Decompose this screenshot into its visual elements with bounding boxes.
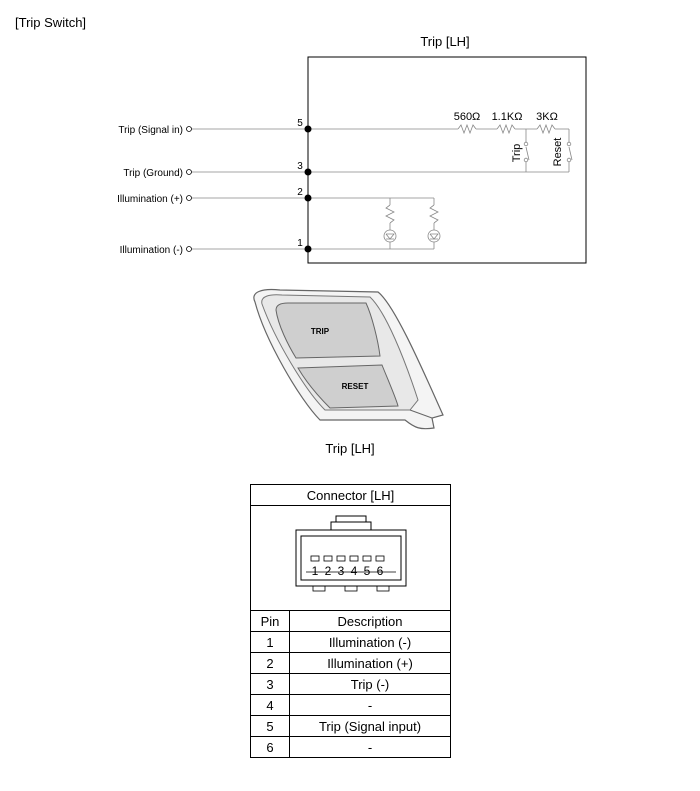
- pin-number-5: 5: [297, 118, 303, 129]
- switch-label-reset: Reset: [552, 138, 564, 167]
- schematic-title: Trip [LH]: [420, 34, 469, 49]
- terminal-5: [186, 126, 192, 132]
- pin-cell: 4: [250, 694, 290, 716]
- pin-number-1: 1: [297, 238, 303, 249]
- connector-pin-2: 2: [325, 564, 332, 578]
- pin-number-2: 2: [297, 187, 303, 198]
- switch-caption: Trip [LH]: [325, 441, 374, 456]
- schematic-diagram: Trip [LH] Trip (Signal in) Trip (Ground)…: [117, 34, 587, 456]
- reset-button-label: RESET: [342, 382, 369, 391]
- pin-cell: 1: [250, 631, 290, 653]
- table-row: 6-: [250, 736, 451, 758]
- table-row: 4-: [250, 694, 451, 716]
- terminal-3: [186, 169, 192, 175]
- trip-button-label: TRIP: [311, 327, 330, 336]
- terminal-1: [186, 246, 192, 252]
- resistor-label-3k: 3KΩ: [536, 111, 558, 123]
- pin-cell: 5: [250, 715, 290, 737]
- connector-diagram-cell: 1 2 3 4 5 6: [250, 505, 451, 611]
- pin-cell: 3: [250, 673, 290, 695]
- connector-pin-6: 6: [377, 564, 384, 578]
- connector-pin-1: 1: [312, 564, 319, 578]
- input-label-illumination-plus: Illumination (+): [117, 194, 183, 205]
- resistor-label-1k1: 1.1KΩ: [492, 111, 523, 123]
- connector-table: Connector [LH] 1 2 3 4: [250, 484, 451, 758]
- description-cell: -: [289, 694, 451, 716]
- switch-label-trip: Trip: [511, 144, 523, 163]
- led-icon: [427, 229, 441, 243]
- pin-cell: 6: [250, 736, 290, 758]
- trip-switch-illustration: [253, 288, 444, 430]
- description-cell: Illumination (-): [289, 631, 451, 653]
- connector-icon: 1 2 3 4 5 6: [295, 515, 407, 592]
- connector-pin-5: 5: [364, 564, 371, 578]
- input-label-trip-ground: Trip (Ground): [123, 168, 183, 179]
- page-title: [Trip Switch]: [15, 15, 87, 30]
- connector-pin-4: 4: [351, 564, 358, 578]
- description-cell: Illumination (+): [289, 652, 451, 674]
- switch-box: [307, 56, 587, 264]
- description-header: Description: [289, 610, 451, 632]
- pin-number-3: 3: [297, 161, 303, 172]
- connector-title: Connector [LH]: [250, 484, 451, 506]
- input-label-trip-signal: Trip (Signal in): [118, 125, 183, 136]
- pin-cell: 2: [250, 652, 290, 674]
- description-cell: Trip (-): [289, 673, 451, 695]
- resistor-label-560: 560Ω: [454, 111, 481, 123]
- description-cell: Trip (Signal input): [289, 715, 451, 737]
- led-icon: [383, 229, 397, 243]
- input-label-illumination-minus: Illumination (-): [120, 245, 183, 256]
- terminal-2: [186, 195, 192, 201]
- connector-pin-3: 3: [338, 564, 345, 578]
- description-cell: -: [289, 736, 451, 758]
- pin-header: Pin: [250, 610, 290, 632]
